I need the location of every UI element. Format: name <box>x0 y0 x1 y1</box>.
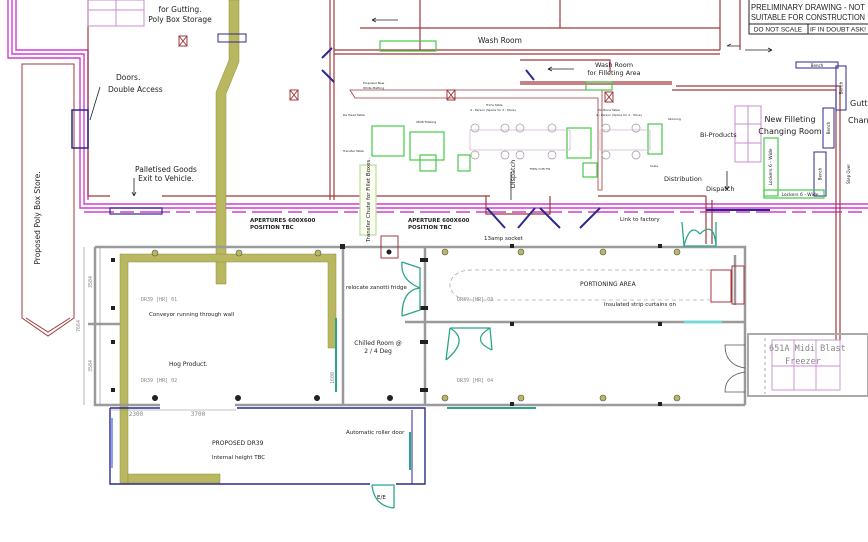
light-fittings <box>151 248 681 402</box>
label-distribution: Distribution <box>664 175 702 183</box>
label-portioning-area: PORTIONING AREA <box>580 281 637 288</box>
label-apertures-2a: APERTURE 600X600 <box>408 218 470 224</box>
freezer-doors <box>724 344 746 393</box>
label-strip-curtains: Insulated strip curtains on <box>604 302 676 308</box>
label-de-head: De Head Table <box>343 113 365 117</box>
label-scale: Scale <box>650 164 658 168</box>
storage-racks <box>87 0 762 163</box>
dim-3584-a: 3584 <box>88 276 94 288</box>
label-apertures-2b: POSITION TBC <box>408 225 452 231</box>
label-transfer-table: Transfer Table <box>342 149 364 153</box>
label-new-filleting: New Filleting <box>764 115 815 124</box>
label-dr03: DR39 [HR] 03 <box>457 297 493 303</box>
label-poly-box-store: Proposed Poly Box Store. <box>33 171 42 264</box>
drawing-labels: PRELIMINARY DRAWING - NOT SUITABLE FOR C… <box>33 2 868 501</box>
label-bench-1: Bench <box>839 81 844 94</box>
label-pin-bone-1: Pin Bone Table <box>598 108 620 112</box>
label-bi-products: Bi-Products <box>700 131 737 139</box>
label-lockers-vertical: Lockers 6 - Wide <box>768 148 774 185</box>
label-matting-2: White Matting <box>363 86 384 90</box>
equipment-green <box>359 40 825 236</box>
label-apertures-1b: POSITION TBC <box>250 225 294 231</box>
label-gutting: for Gutting. <box>158 5 201 14</box>
label-palletised-2: Exit to Vehicle. <box>138 174 194 183</box>
label-ee: E/E <box>377 495 386 501</box>
proposed-dr39-room <box>109 407 426 485</box>
label-changing-room: Changing Room <box>758 127 822 136</box>
site-boundary <box>7 0 868 213</box>
zanotti-fridge <box>380 235 399 259</box>
label-doors: Doors. <box>116 73 140 82</box>
label-conveyor-wall: Conveyor running through wall <box>149 312 235 318</box>
dim-3584-b: 3584 <box>88 360 94 372</box>
label-filleting-machine: 2838 Filleting <box>416 120 436 124</box>
wall-columns <box>111 244 662 406</box>
label-dispatch-2: Dispatch <box>509 160 517 189</box>
doors-blue <box>71 47 847 229</box>
flow-arrows <box>89 17 773 200</box>
label-dispatch-1: Dispatch <box>706 185 735 193</box>
portioning-equipment <box>380 235 745 305</box>
label-internal-height: Internal height TBC <box>212 455 265 461</box>
label-hog-product: Hog Product. <box>169 361 208 368</box>
portioning-conveyor <box>449 269 710 301</box>
label-skinning: Skinning <box>668 117 681 121</box>
label-pin-bone-2: 4 - Person (Space for 2 - More) <box>596 113 642 117</box>
label-de-skin: De-Skin Table <box>530 167 550 171</box>
upper-walls <box>87 0 841 340</box>
label-trims-table-1: Trims Table <box>485 103 503 107</box>
label-changing-right: Chang <box>848 116 868 125</box>
label-bench-3: Bench <box>818 167 823 180</box>
conveyor <box>119 0 337 484</box>
operator-stations <box>470 123 641 160</box>
label-chilled-temp: 2 / 4 Deg <box>364 348 392 355</box>
drain-markers <box>178 35 614 103</box>
label-double-access: Double Access <box>108 85 163 94</box>
label-dr01: DR39 [HR] 01 <box>141 297 177 303</box>
dimension-lines <box>83 247 236 411</box>
blast-freezer <box>747 333 868 397</box>
label-step-over: Step Over <box>846 164 851 184</box>
label-lockers-horizontal: Lockers 6 - Wide <box>781 192 818 198</box>
double-access-door <box>71 109 89 149</box>
dim-3700: 3700 <box>191 411 206 418</box>
poly-box-store <box>21 63 75 337</box>
label-wash-room-filleting-1: Wash Room <box>595 61 633 69</box>
label-chilled-room: Chilled Room @ <box>354 340 401 347</box>
label-bench-2: Bench <box>826 121 831 134</box>
title-block <box>748 0 868 35</box>
label-upper-bench: Bench <box>811 63 824 68</box>
if-in-doubt: IF IN DOUBT ASK! <box>810 27 866 34</box>
label-roller-door: Automatic roller door <box>346 430 405 436</box>
title-line1: PRELIMINARY DRAWING - NOT <box>751 2 865 12</box>
label-relocate-fridge: relocate zanotti fridge <box>346 285 408 291</box>
do-not-scale: DO NOT SCALE <box>754 27 803 34</box>
dim-7664: 7664 <box>76 320 82 332</box>
label-blast-freezer-1: 651A Midi Blast <box>769 344 846 354</box>
lower-walls <box>88 245 747 407</box>
label-link-to-factory: Link to factory <box>620 217 660 223</box>
label-matting-1: Proposed New <box>363 81 385 85</box>
dim-2300: 2300 <box>129 411 144 418</box>
dim-1600: 1600 <box>330 372 336 384</box>
label-wash-room-filleting-2: for Filleting Area <box>587 69 640 77</box>
label-gutting-right: Gutt <box>850 99 868 108</box>
label-trims-table-2: 4 - Person (Space for 2 - More) <box>470 108 516 112</box>
label-apertures-1a: APERTURES 600X600 <box>250 218 315 224</box>
label-wash-room: Wash Room <box>478 36 522 45</box>
title-line2: SUITABLE FOR CONSTRUCTION <box>751 12 865 22</box>
label-transfer-chute: Transfer Chute for Fillet Boxes. <box>366 158 372 243</box>
processing-line <box>469 129 651 151</box>
label-dr02: DR39 [HR] 02 <box>141 378 177 384</box>
label-blast-freezer-2: Freezer <box>785 357 821 367</box>
label-13amp-socket: 13amp socket <box>484 236 524 242</box>
label-palletised-1: Palletised Goods <box>135 165 197 174</box>
label-dr04: DR39 [HR] 04 <box>457 378 493 384</box>
label-proposed-dr39: PROPOSED DR39 <box>212 440 264 447</box>
label-poly-box-storage: Poly Box Storage <box>148 15 212 24</box>
doors-teal <box>111 221 722 509</box>
